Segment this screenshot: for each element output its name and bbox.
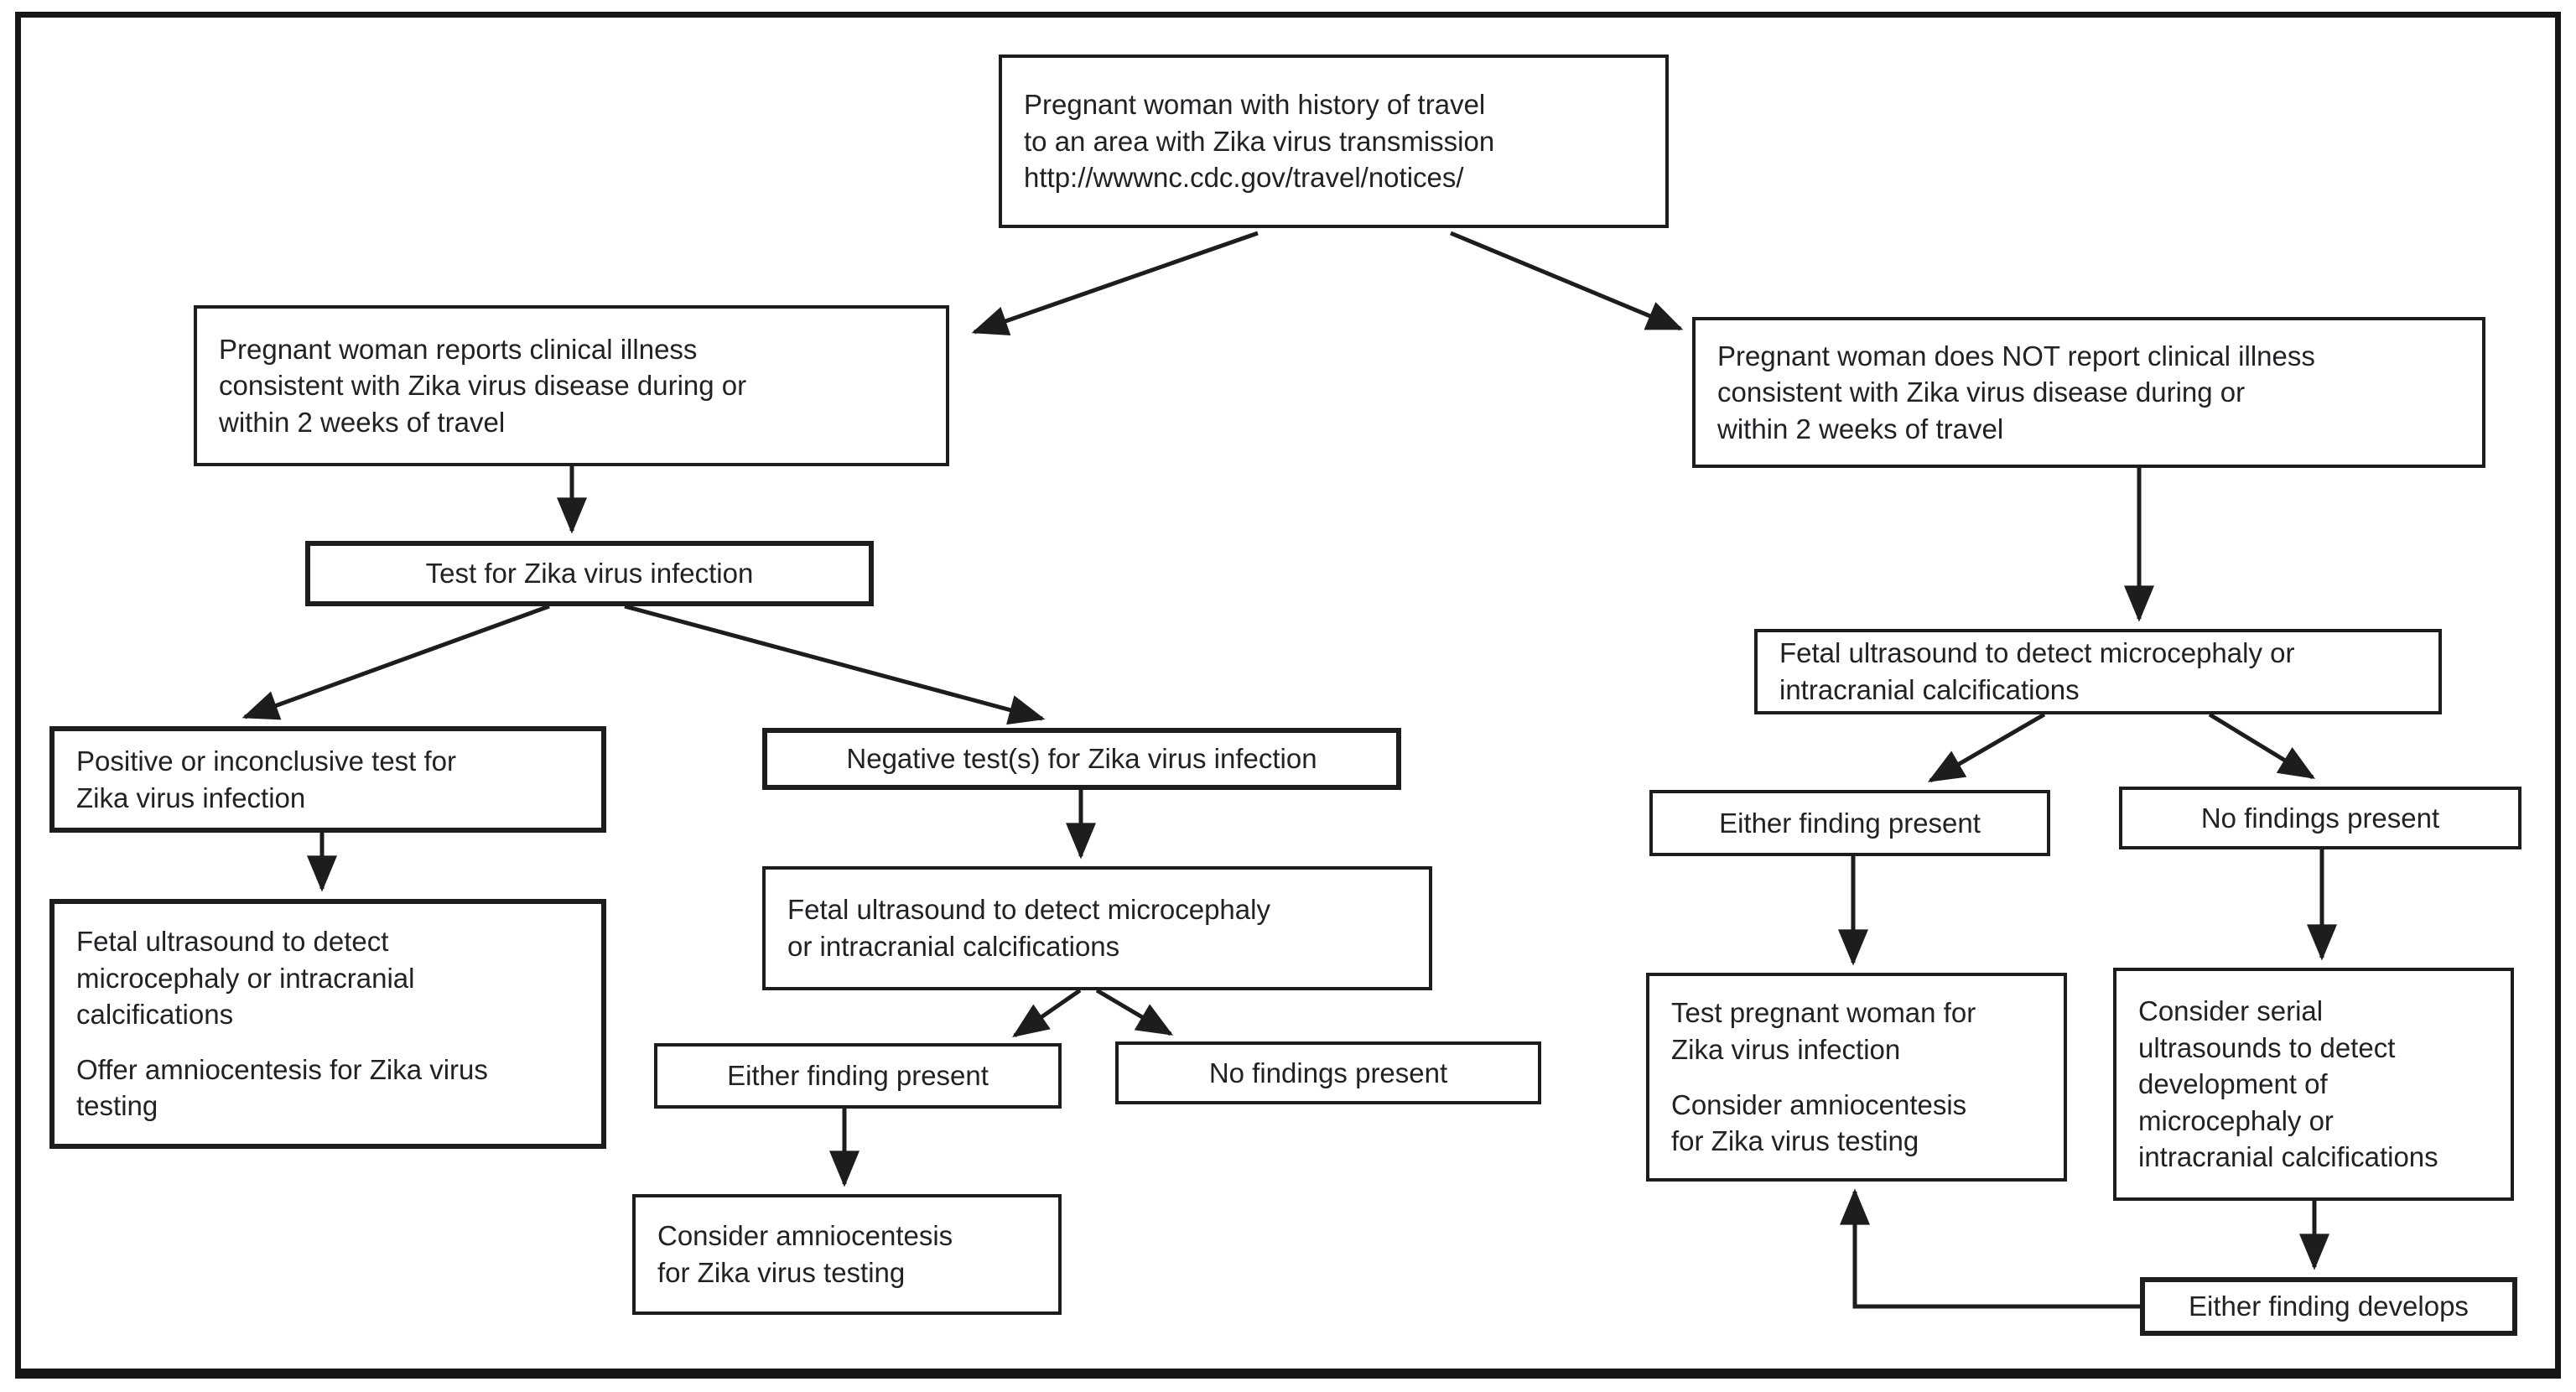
node-label: No findings present xyxy=(2200,802,2440,834)
node-label: Positive or inconclusive test for Zika v… xyxy=(76,745,457,813)
node-either-finding-develops: Either finding develops xyxy=(2140,1277,2517,1336)
node-positive-or-inconclusive-test: Positive or inconclusive test for Zika v… xyxy=(49,726,606,833)
node-paragraph: Consider amniocentesis for Zika virus te… xyxy=(1671,1088,1967,1157)
node-paragraph: Fetal ultrasound to detect microcephaly … xyxy=(76,926,415,1031)
node-label: Negative test(s) for Zika virus infectio… xyxy=(846,743,1317,775)
node-either-finding-present-right: Either finding present xyxy=(1649,790,2050,856)
node-consider-amniocentesis-mid: Consider amniocentesis for Zika virus te… xyxy=(632,1194,1062,1315)
node-fetal-ultrasound-no-illness: Fetal ultrasound to detect microcephaly … xyxy=(1754,629,2442,714)
node-label: Pregnant woman does NOT report clinical … xyxy=(1717,340,2315,444)
node-fetal-ultrasound-offer-amniocentesis: Fetal ultrasound to detect microcephaly … xyxy=(49,899,606,1149)
node-paragraph: Test pregnant woman for Zika virus infec… xyxy=(1671,997,1976,1065)
node-either-finding-present-mid: Either finding present xyxy=(654,1043,1062,1109)
node-label: Pregnant woman reports clinical illness … xyxy=(219,333,747,438)
node-label: Consider serial ultrasounds to detect de… xyxy=(2138,995,2438,1173)
flowchart-border-frame xyxy=(15,12,2561,1379)
node-label: Fetal ultrasound to detect microcephaly … xyxy=(1779,637,2295,705)
node-test-pregnant-woman: Test pregnant woman for Zika virus infec… xyxy=(1646,973,2067,1182)
node-no-findings-present-mid: No findings present xyxy=(1115,1041,1541,1104)
node-label: Pregnant woman with history of travel to… xyxy=(1024,89,1495,194)
node-fetal-ultrasound-after-negative-test: Fetal ultrasound to detect microcephaly … xyxy=(762,866,1432,990)
node-label: Fetal ultrasound to detect microcephaly … xyxy=(787,894,1270,962)
node-label: Either finding develops xyxy=(2189,1291,2469,1322)
node-test-for-zika-virus: Test for Zika virus infection xyxy=(305,541,874,606)
node-reports-clinical-illness: Pregnant woman reports clinical illness … xyxy=(194,305,949,466)
node-label: Consider amniocentesis for Zika virus te… xyxy=(657,1220,953,1288)
node-negative-tests: Negative test(s) for Zika virus infectio… xyxy=(762,728,1401,790)
node-travel-history: Pregnant woman with history of travel to… xyxy=(999,55,1669,228)
node-label: Either finding present xyxy=(727,1060,989,1092)
node-no-findings-present-right: No findings present xyxy=(2119,787,2521,849)
node-does-not-report-clinical-illness: Pregnant woman does NOT report clinical … xyxy=(1692,317,2485,468)
node-label: Either finding present xyxy=(1719,807,1981,839)
node-label: Test for Zika virus infection xyxy=(425,558,754,590)
node-label: No findings present xyxy=(1208,1057,1448,1088)
node-paragraph: Offer amniocentesis for Zika virus testi… xyxy=(76,1053,488,1122)
node-consider-serial-ultrasounds: Consider serial ultrasounds to detect de… xyxy=(2113,968,2514,1201)
